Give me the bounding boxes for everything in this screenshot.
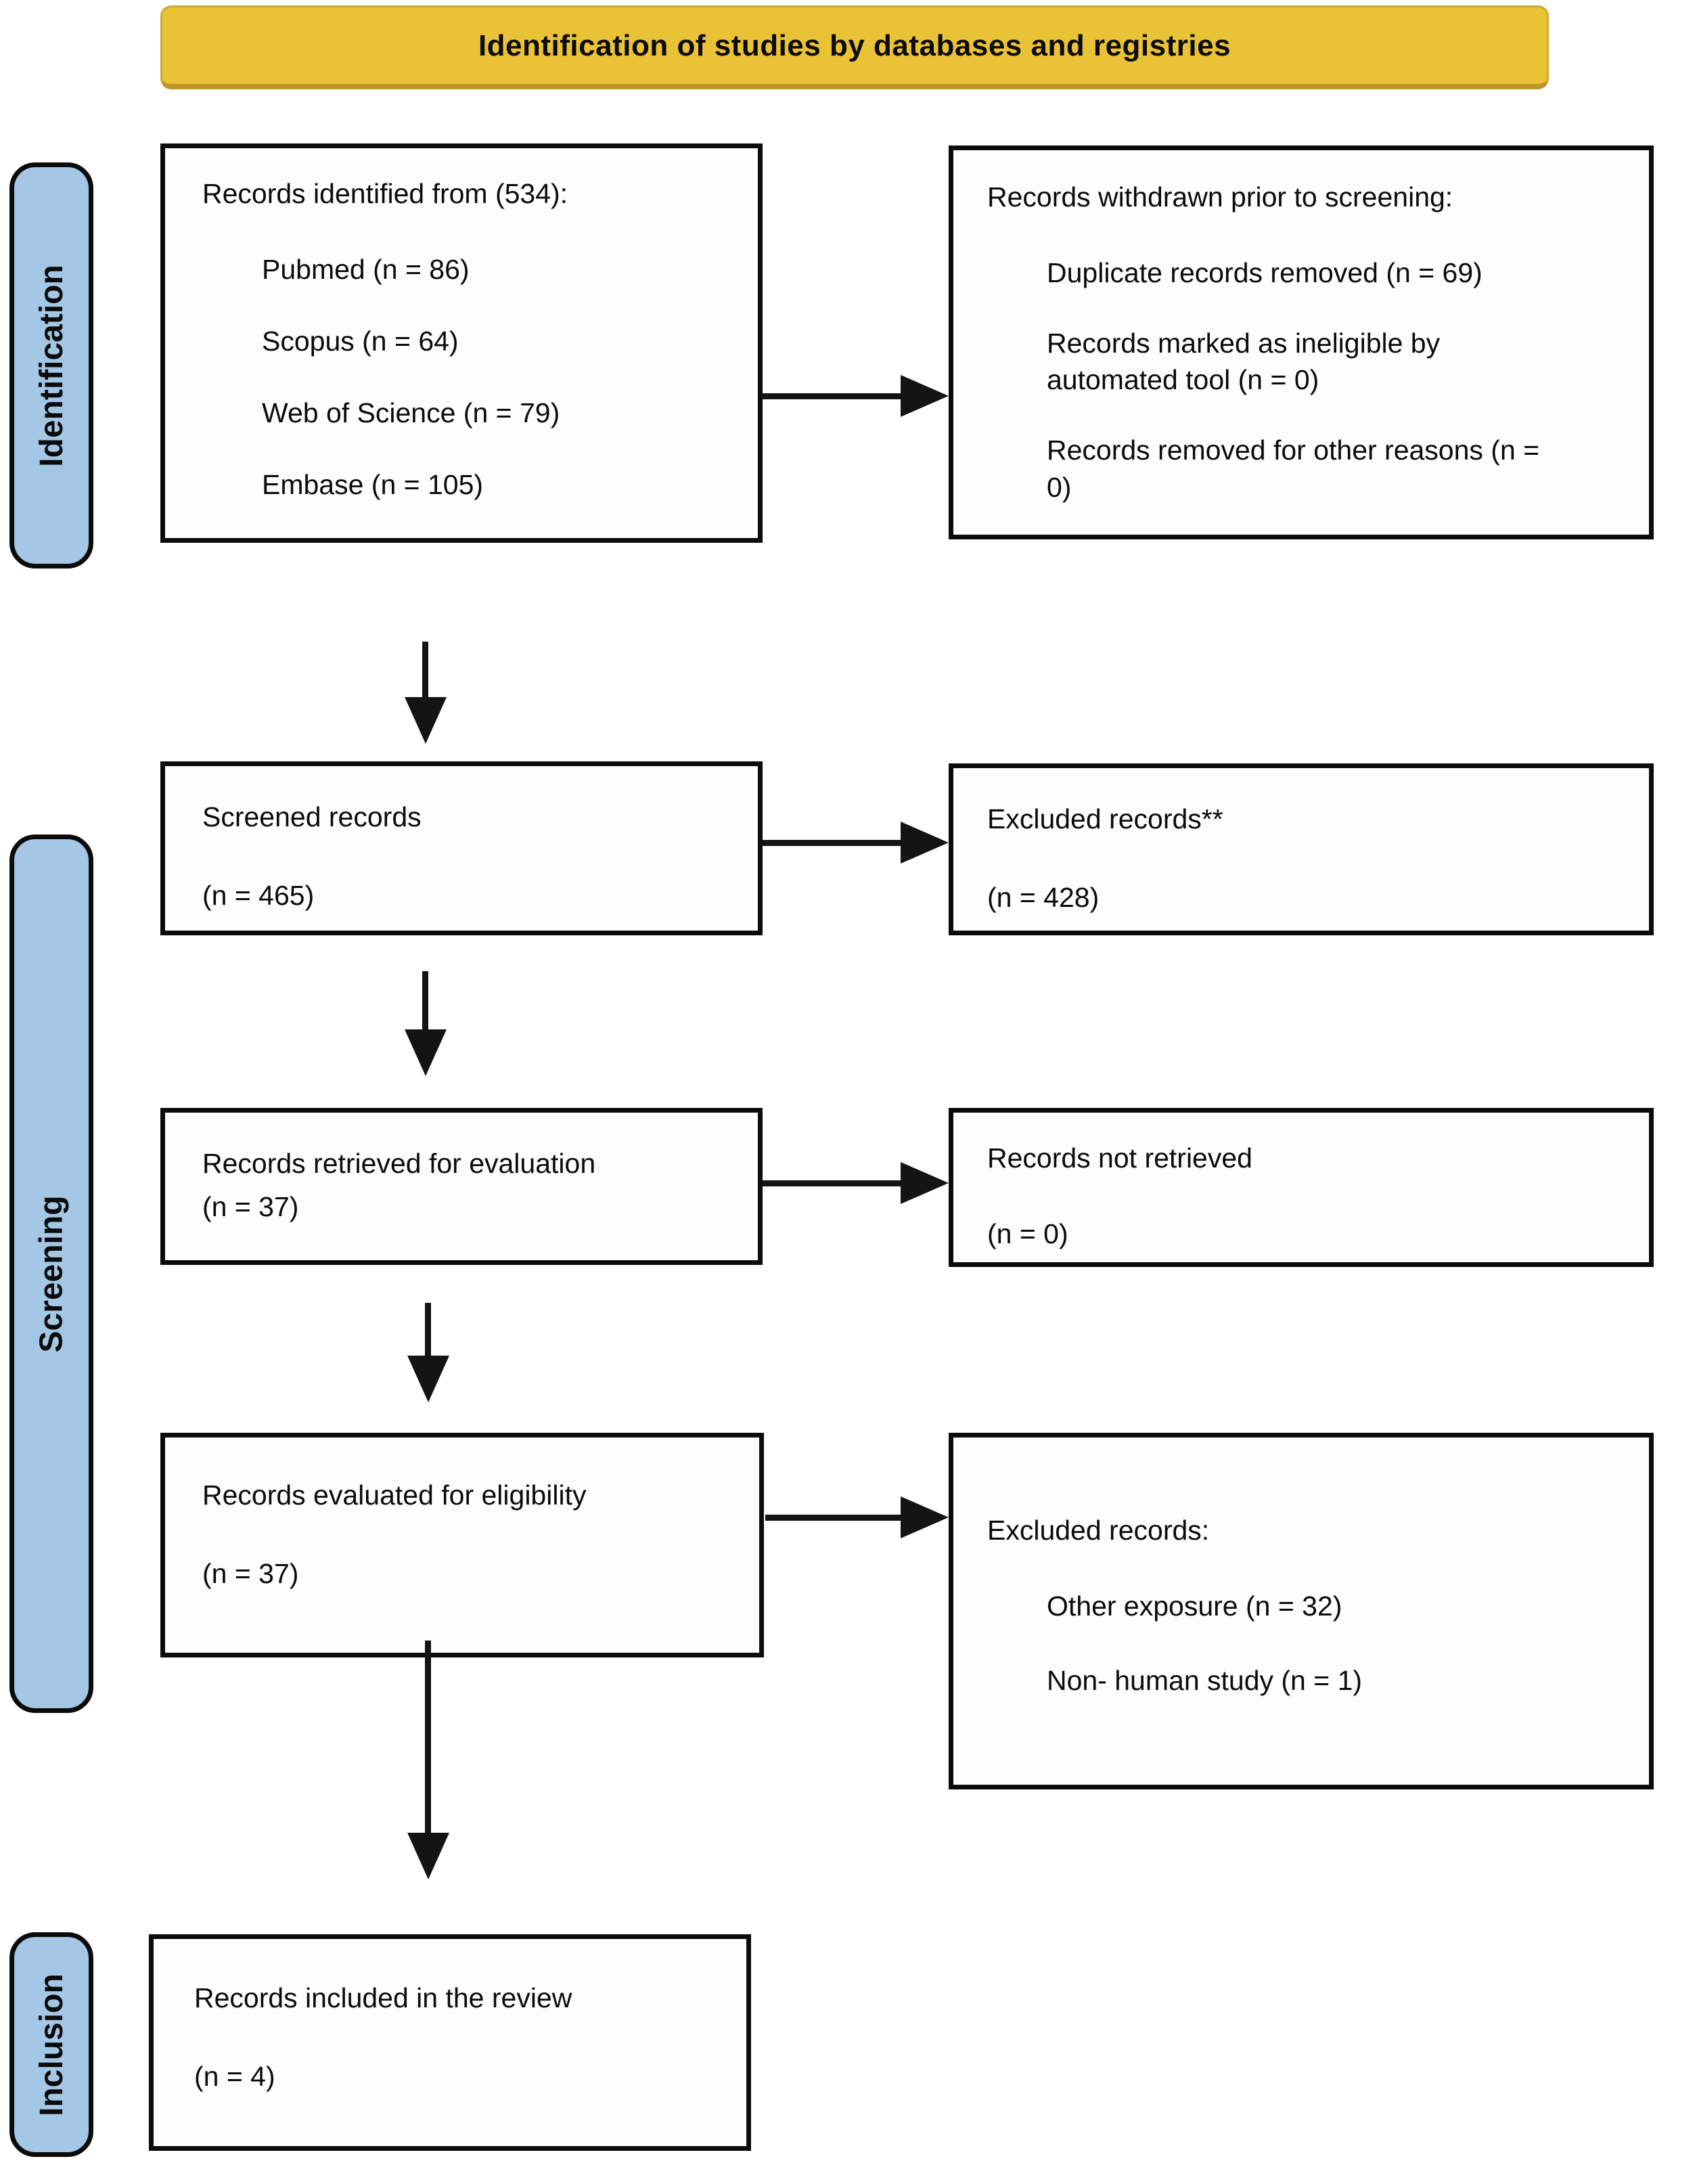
box-records-retrieved: Records retrieved for evaluation (n = 37… (160, 1108, 763, 1265)
records-included-count: (n = 4) (194, 2061, 275, 2093)
records-withdrawn-title: Records withdrawn prior to screening: (987, 181, 1453, 213)
source-embase: Embase (n = 105) (262, 469, 484, 501)
phase-tab-identification-label: Identification (33, 264, 70, 467)
box-excluded-records-eligibility: Excluded records: Other exposure (n = 32… (949, 1433, 1654, 1789)
arrow-line (422, 971, 428, 1032)
arrow-line (765, 1515, 902, 1521)
arrow-line (763, 393, 902, 399)
box-records-identified: Records identified from (534): Pubmed (n… (160, 143, 763, 543)
arrow-down-icon (407, 1356, 449, 1402)
arrow-line (763, 1180, 902, 1186)
screened-records-count: (n = 465) (202, 880, 315, 912)
reason-non-human-study: Non- human study (n = 1) (1047, 1665, 1363, 1697)
phase-tab-screening: Screening (9, 834, 93, 1713)
box-records-evaluated: Records evaluated for eligibility (n = 3… (160, 1433, 764, 1657)
records-included-title: Records included in the review (194, 1982, 572, 2013)
reason-other: Records removed for other reasons (n = 0… (1047, 434, 1540, 503)
screened-records-title: Screened records (202, 801, 422, 832)
arrow-down-icon (407, 1833, 449, 1879)
records-not-retrieved-count: (n = 0) (987, 1218, 1068, 1250)
excluded-screening-count: (n = 428) (987, 882, 1100, 914)
records-evaluated-count: (n = 37) (202, 1558, 299, 1590)
records-retrieved-count: (n = 37) (202, 1191, 299, 1223)
arrow-right-icon (901, 1496, 949, 1538)
excluded-screening-title: Excluded records** (987, 803, 1223, 834)
phase-tab-identification: Identification (9, 162, 93, 569)
phase-tab-screening-label: Screening (33, 1195, 70, 1353)
reason-other-exposure: Other exposure (n = 32) (1047, 1590, 1342, 1622)
records-identified-sources: Pubmed (n = 86) Scopus (n = 64) Web of S… (202, 251, 731, 503)
box-records-not-retrieved: Records not retrieved (n = 0) (949, 1108, 1654, 1267)
phase-tab-inclusion-label: Inclusion (33, 1973, 70, 2116)
source-web-of-science: Web of Science (n = 79) (262, 397, 560, 429)
arrow-line (425, 1641, 431, 1835)
box-excluded-records-screening: Excluded records** (n = 428) (949, 763, 1654, 935)
arrow-right-icon (901, 822, 949, 864)
arrow-down-icon (405, 1029, 447, 1076)
arrow-down-icon (405, 697, 447, 744)
phase-tab-inclusion: Inclusion (9, 1932, 93, 2157)
title-banner: Identification of studies by databases a… (160, 5, 1549, 89)
source-pubmed: Pubmed (n = 86) (262, 254, 470, 286)
arrow-line (763, 840, 902, 846)
page-title: Identification of studies by databases a… (478, 28, 1231, 62)
excluded-eligibility-title: Excluded records: (987, 1515, 1210, 1546)
arrow-line (425, 1303, 431, 1358)
box-records-withdrawn: Records withdrawn prior to screening: Du… (949, 146, 1654, 539)
excluded-eligibility-reasons: Other exposure (n = 32) Non- human study… (987, 1588, 1622, 1699)
records-identified-title: Records identified from (534): (202, 178, 568, 209)
reason-duplicates: Duplicate records removed (n = 69) (1047, 257, 1483, 289)
records-not-retrieved-title: Records not retrieved (987, 1142, 1252, 1174)
arrow-line (422, 642, 428, 700)
arrow-right-icon (901, 375, 949, 417)
arrow-right-icon (901, 1162, 949, 1204)
records-evaluated-title: Records evaluated for eligibility (202, 1479, 587, 1511)
source-scopus: Scopus (n = 64) (262, 326, 459, 357)
box-screened-records: Screened records (n = 465) (160, 761, 763, 935)
reason-automated-tool: Records marked as ineligible by automate… (1047, 328, 1441, 396)
records-retrieved-title: Records retrieved for evaluation (202, 1148, 596, 1179)
box-records-included: Records included in the review (n = 4) (149, 1934, 751, 2151)
records-withdrawn-reasons: Duplicate records removed (n = 69) Recor… (987, 254, 1622, 506)
